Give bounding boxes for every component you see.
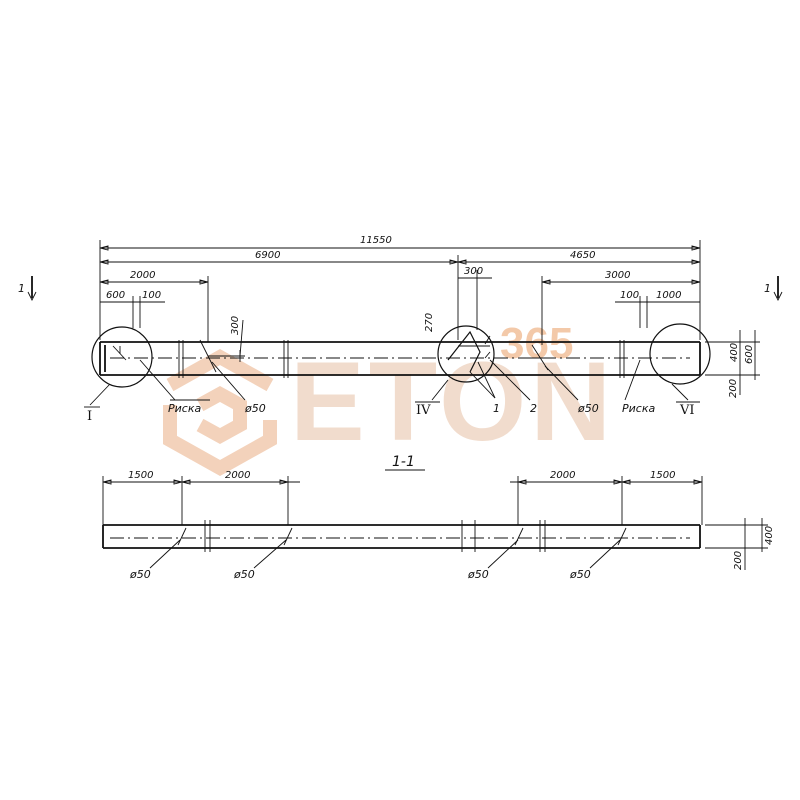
sec-hole-1: ø50 [129, 568, 151, 581]
dim-right-inner: 3000 [605, 270, 630, 281]
node-circle-VI [649, 323, 711, 385]
dim-hook-h: 300 [230, 316, 241, 335]
dim-height-600: 600 [744, 345, 755, 364]
sec-hole-2: ø50 [233, 568, 255, 581]
node-label-I: I [87, 409, 92, 424]
sec-hole-3: ø50 [467, 568, 489, 581]
dim-left-a: 600 [106, 290, 125, 301]
dim-mid-a: 300 [464, 266, 483, 277]
section-view: 1-1 1500 2000 2000 1500 [102, 454, 775, 581]
watermark-badge: 365 [500, 319, 573, 368]
dim-right-span: 4650 [570, 250, 595, 261]
node-circle-I [91, 326, 153, 388]
label-pos2: 2 [530, 402, 537, 415]
dim-left-b: 100 [142, 290, 161, 301]
cut-label-left: 1 [18, 282, 25, 295]
dim-right-a: 100 [620, 290, 639, 301]
dim-height-200: 200 [728, 379, 739, 398]
sec-dim-right-1500: 1500 [650, 470, 675, 481]
label-d50-plan-left: ø50 [244, 402, 266, 415]
beam-section [102, 520, 701, 552]
section-marker-left: 1 [18, 276, 37, 302]
sec-dim-left-1500: 1500 [128, 470, 153, 481]
dim-height-400: 400 [729, 343, 740, 362]
sec-dim-height-400: 400 [764, 526, 775, 545]
section-title: 1-1 [392, 454, 415, 470]
label-pos1: 1 [493, 402, 500, 415]
node-label-IV: IV [416, 403, 431, 418]
plan-view: 11550 6900 4650 300 2000 3000 600 100 10… [18, 235, 783, 424]
dim-left-inner: 2000 [130, 270, 155, 281]
sec-hole-4: ø50 [569, 568, 591, 581]
dim-mid-h: 270 [424, 313, 435, 332]
sec-dim-height-200: 200 [733, 551, 744, 570]
node-label-VI: VI [679, 403, 695, 418]
hole-plan-left: 300 [199, 316, 245, 373]
sec-dim-left-2000: 2000 [225, 470, 250, 481]
cut-label-right: 1 [764, 282, 771, 295]
label-riska-left: Риска [168, 402, 201, 415]
dim-overall: 11550 [360, 235, 392, 246]
beam-plan [99, 340, 701, 378]
node-circle-IV [437, 325, 495, 383]
section-marker-right: 1 [764, 276, 783, 302]
dim-right-b: 1000 [656, 290, 681, 301]
label-d50-plan-right: ø50 [577, 402, 599, 415]
sec-dim-right-2000: 2000 [550, 470, 575, 481]
watermark-brand: ETON [290, 339, 615, 464]
label-riska-right: Риска [622, 402, 655, 415]
dim-left-span: 6900 [255, 250, 280, 261]
